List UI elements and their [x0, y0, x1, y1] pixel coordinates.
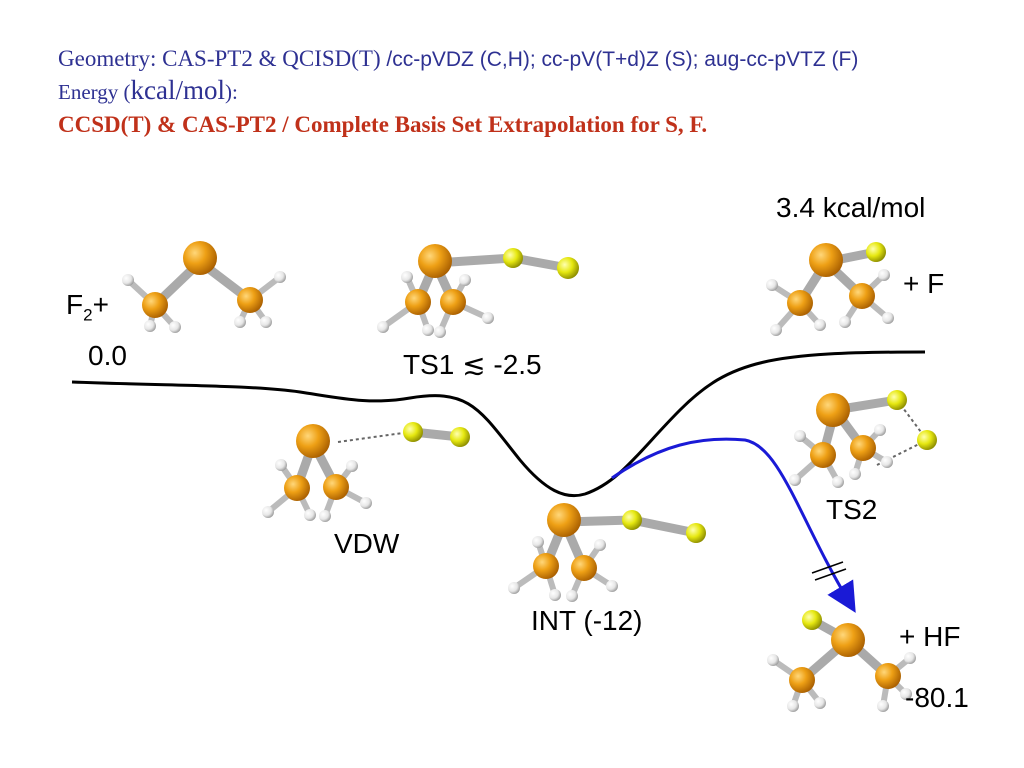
molecule-reactant [122, 241, 286, 333]
product-f-label: + F [903, 268, 945, 299]
geometry-line: Geometry: CAS-PT2 & QCISD(T) /cc-pVDZ (C… [58, 44, 1008, 75]
energy-suffix: ): [225, 80, 238, 104]
molecule-vdw [262, 422, 470, 522]
geometry-prefix: Geometry: CAS-PT2 & QCISD(T) [58, 46, 387, 71]
int-label: INT (-12) [531, 605, 643, 636]
molecule-hf-product [767, 610, 916, 712]
product-energy-top: 3.4 kcal/mol [776, 192, 926, 223]
reactant-plus: + [92, 289, 109, 320]
energy-unit: kcal/mol [130, 75, 225, 105]
break-mark-1 [811, 561, 844, 574]
molecule-ts2 [789, 390, 937, 488]
sulfur-atom [183, 241, 217, 275]
product-hf-label: + HF [899, 621, 961, 652]
ts2-label: TS2 [826, 494, 878, 525]
reactant-subscript: 2 [83, 305, 93, 325]
ts1-label: TS1 ≲ -2.5 [403, 349, 542, 380]
molecule-ts1 [377, 244, 579, 338]
method-line: CCSD(T) & CAS-PT2 / Complete Basis Set E… [58, 112, 708, 137]
reaction-path-black [71, 350, 926, 498]
product-hf-energy: -80.1 [905, 682, 969, 713]
molecule-radical-product [766, 242, 894, 336]
energy-prefix: Energy ( [58, 80, 131, 104]
break-mark-2 [814, 568, 847, 581]
reaction-path-blue [611, 437, 856, 613]
reactant-label: F2+ [66, 289, 109, 326]
vdw-label: VDW [334, 528, 400, 559]
geometry-basis: /cc-pVDZ (C,H); cc-pV(T+d)Z (S); aug-cc-… [386, 48, 859, 71]
energy-line: Energy (kcal/mol): [58, 75, 1008, 107]
reactant-f: F [66, 289, 84, 320]
molecule-int [508, 503, 706, 602]
reactant-energy: 0.0 [88, 340, 127, 371]
header: Geometry: CAS-PT2 & QCISD(T) /cc-pVDZ (C… [58, 44, 1008, 143]
